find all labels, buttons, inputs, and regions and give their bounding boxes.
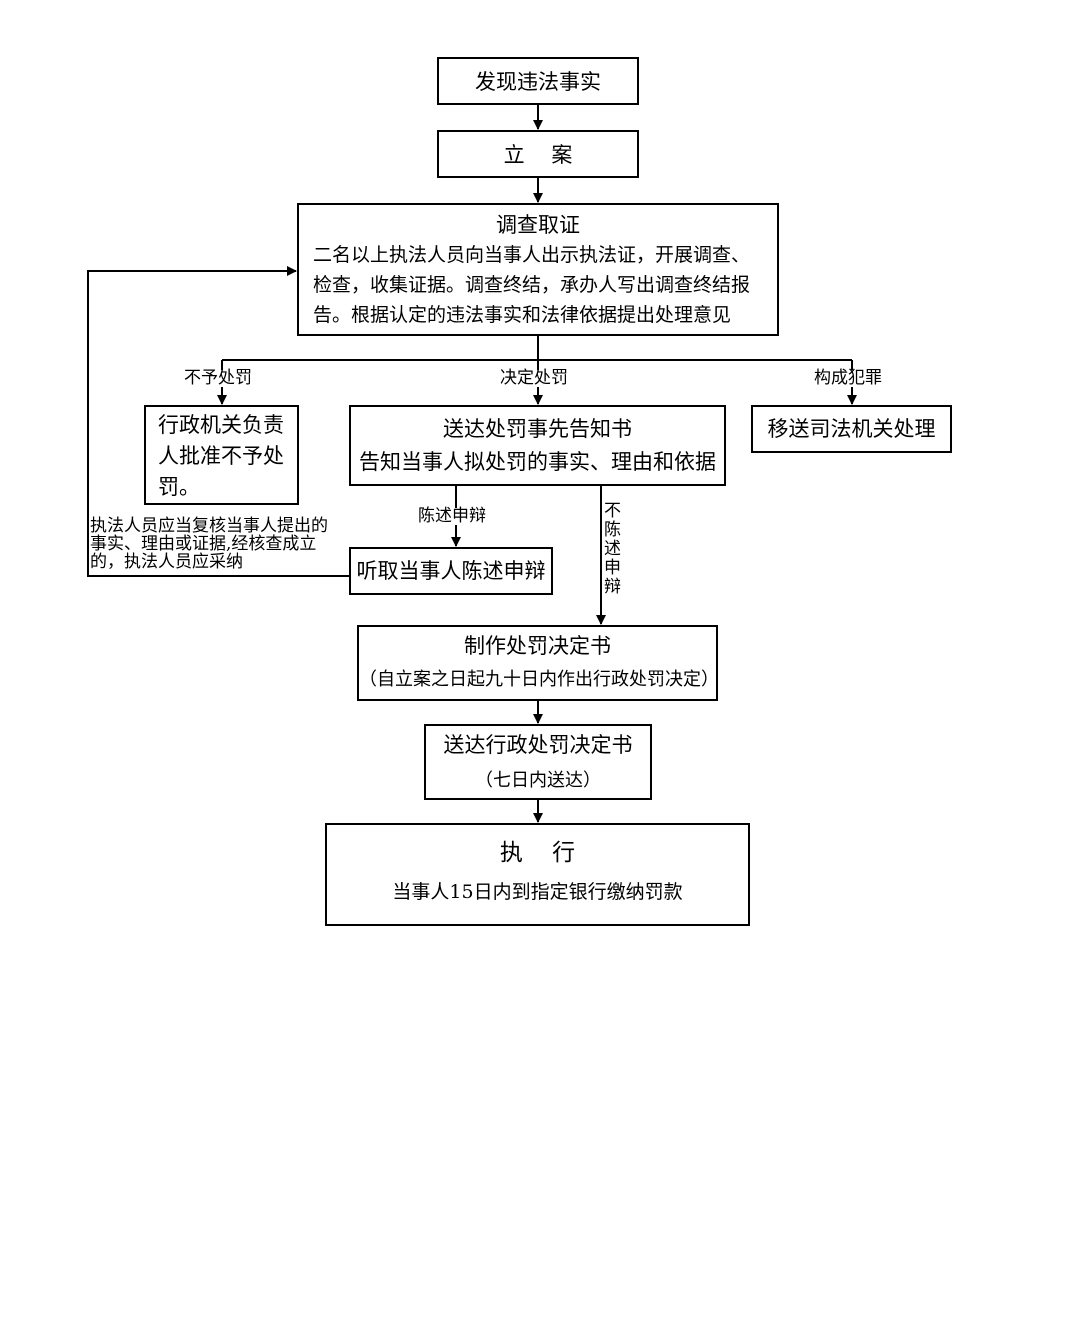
investigate-line-1: 二名以上执法人员向当事人出示执法证，开展调查、 xyxy=(313,244,751,266)
label-no-statement-3: 述 xyxy=(604,539,621,559)
decision-box: 制作处罚决定书 （自立案之日起九十日内作出行政处罚决定） xyxy=(357,625,719,701)
advance-notice-box: 送达处罚事先告知书 告知当事人拟处罚的事实、理由和依据 xyxy=(349,405,726,486)
execute-subtitle: 当事人15日内到指定银行缴纳罚款 xyxy=(392,881,683,903)
label-decide-penalty: 决定处罚 xyxy=(500,368,568,388)
discover-violation-title: 发现违法事实 xyxy=(475,70,601,94)
hearing-box: 听取当事人陈述申辩 xyxy=(349,547,553,595)
no-penalty-line-3: 罚。 xyxy=(158,475,200,499)
investigate-title: 调查取证 xyxy=(496,213,580,237)
label-no-statement-2: 陈 xyxy=(604,520,621,540)
review-note-line-1: 执法人员应当复核当事人提出的 xyxy=(90,516,328,536)
deliver-decision-box: 送达行政处罚决定书 （七日内送达） xyxy=(424,724,652,800)
advance-notice-subtitle: 告知当事人拟处罚的事实、理由和依据 xyxy=(359,450,716,474)
advance-notice-title: 送达处罚事先告知书 xyxy=(443,417,632,441)
no-penalty-box: 行政机关负责 人批准不予处 罚。 xyxy=(144,405,299,505)
discover-violation-box: 发现违法事实 xyxy=(437,57,639,105)
no-penalty-line-1: 行政机关负责 xyxy=(158,413,284,437)
file-case-title: 立 案 xyxy=(503,143,573,167)
execute-box: 执 行 当事人15日内到指定银行缴纳罚款 xyxy=(325,823,750,926)
decision-subtitle: （自立案之日起九十日内作出行政处罚决定） xyxy=(359,669,719,690)
deliver-decision-title: 送达行政处罚决定书 xyxy=(443,733,633,757)
label-statement: 陈述申辩 xyxy=(418,506,486,526)
execute-title: 执 行 xyxy=(499,840,576,866)
hearing-title: 听取当事人陈述申辩 xyxy=(356,559,546,583)
review-note-line-2: 事实、理由或证据,经核查成立 xyxy=(90,534,317,554)
transfer-judicial-box: 移送司法机关处理 xyxy=(751,405,952,453)
label-no-statement-1: 不 xyxy=(604,501,621,521)
decision-title: 制作处罚决定书 xyxy=(464,634,611,658)
investigate-box: 调查取证 二名以上执法人员向当事人出示执法证，开展调查、 检查，收集证据。调查终… xyxy=(297,203,779,336)
line-hearing-feedback xyxy=(87,266,349,577)
review-note-line-3: 的，执法人员应采纳 xyxy=(90,552,243,572)
label-no-statement-4: 申 xyxy=(604,558,621,578)
no-penalty-line-2: 人批准不予处 xyxy=(158,444,284,468)
label-no-statement-5: 辩 xyxy=(604,577,621,597)
label-crime: 构成犯罪 xyxy=(814,368,882,388)
deliver-decision-subtitle: （七日内送达） xyxy=(475,770,601,791)
investigate-line-3: 告。根据认定的违法事实和法律依据提出处理意见 xyxy=(313,304,732,326)
transfer-judicial-title: 移送司法机关处理 xyxy=(767,417,936,441)
investigate-line-2: 检查，收集证据。调查终结，承办人写出调查终结报 xyxy=(313,274,751,296)
file-case-box: 立 案 xyxy=(437,130,639,178)
label-no-penalty: 不予处罚 xyxy=(184,368,252,388)
